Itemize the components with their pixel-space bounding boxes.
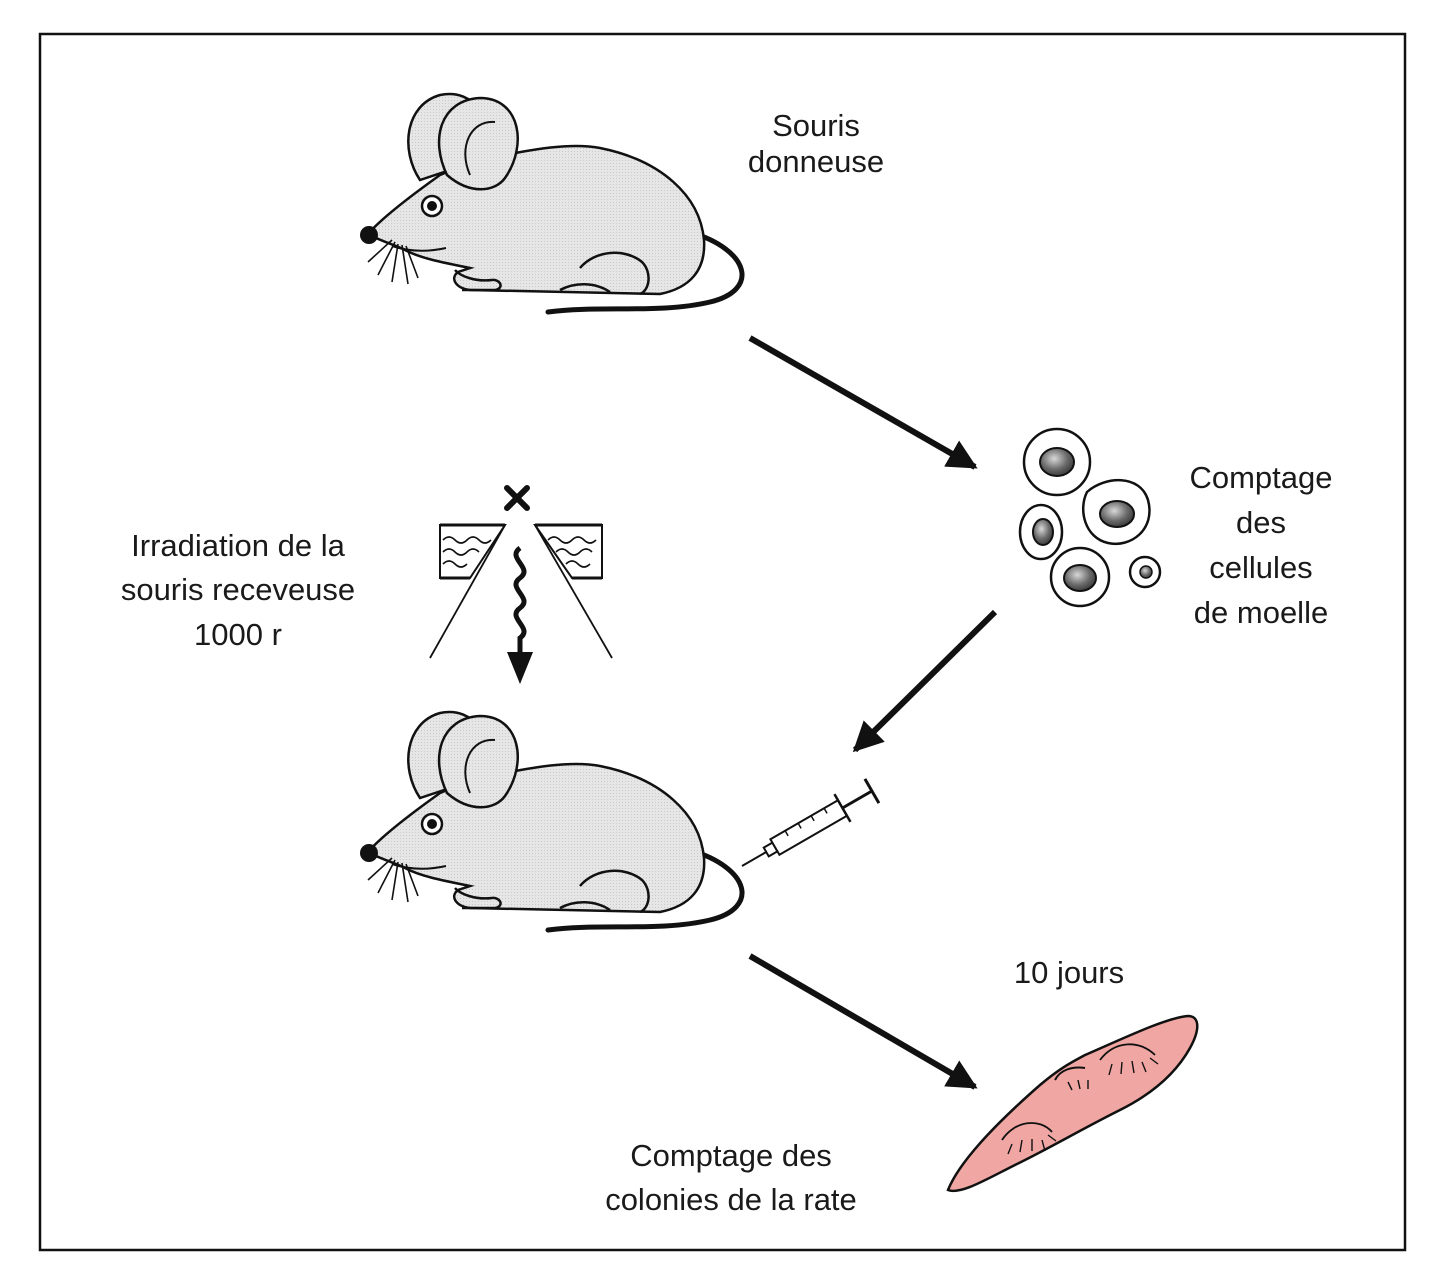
syringe-icon [741,778,881,867]
arrow-recipient-to-spleen [748,953,978,1090]
donor-mouse [360,94,742,312]
arrow-cells-to-recipient [852,609,998,753]
spleen-label-line-2: colonies de la rate [605,1182,857,1217]
irradiation-label-line-1: Irradiation de la [131,528,345,563]
diagram-frame [38,32,1407,1252]
donor-label-line-2: donneuse [748,144,884,179]
marrow-count-label: Comptage des cellules de moelle [1189,460,1332,630]
irradiation-label: Irradiation de la souris receveuse 1000 … [121,528,355,652]
cells-label-line-2: des [1236,505,1286,540]
cells-label-line-4: de moelle [1194,595,1328,630]
irradiation-label-line-2: souris receveuse [121,572,355,607]
spleen-count-label: Comptage des colonies de la rate [605,1138,857,1217]
donor-mouse-label: Souris donneuse [748,108,884,179]
irradiation-label-line-3: 1000 r [194,617,282,652]
spleen-label-line-1: Comptage des [630,1138,832,1173]
duration-label: 10 jours [1014,955,1124,990]
cells-label-line-3: cellules [1209,550,1312,585]
cells-label-line-1: Comptage [1189,460,1332,495]
irradiation-source-icon [429,485,613,684]
marrow-cells-icon [1018,427,1162,608]
donor-label-line-1: Souris [772,108,860,143]
spleen-icon [946,1014,1199,1193]
recipient-mouse [360,712,742,930]
arrow-donor-to-cells [748,335,978,470]
duration-text: 10 jours [1014,955,1124,990]
